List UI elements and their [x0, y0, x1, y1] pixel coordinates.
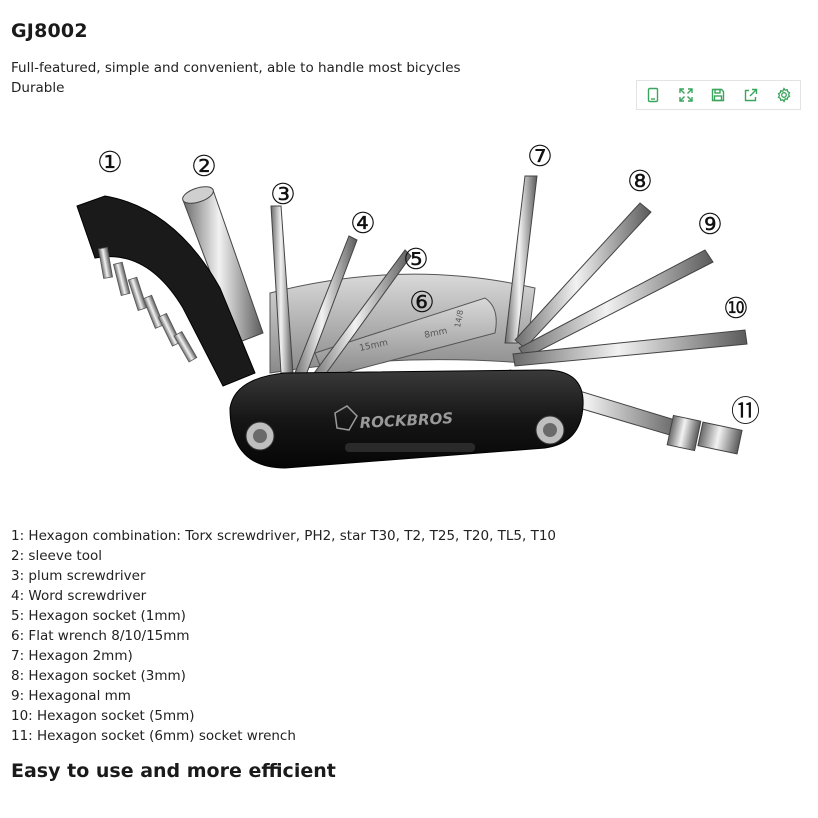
feature-item: 6: Flat wrench 8/10/15mm: [11, 628, 190, 644]
hex-key-2mm: [504, 175, 538, 344]
feature-list: 1: Hexagon combination: Torx screwdriver…: [11, 526, 556, 746]
callout-8: ⑧: [627, 164, 653, 198]
product-description: Full-featured, simple and convenient, ab…: [11, 58, 461, 98]
feature-item: 9: Hexagonal mm: [11, 688, 131, 704]
callout-9: ⑨: [697, 207, 723, 241]
callout-7: ⑦: [527, 139, 553, 173]
feature-item: 1: Hexagon combination: Torx screwdriver…: [11, 528, 557, 544]
callout-2: ②: [191, 149, 217, 183]
callout-3: ③: [270, 177, 296, 211]
feature-item: 2: sleeve tool: [11, 548, 102, 564]
feature-item: 10: Hexagon socket (5mm): [11, 708, 195, 724]
description-line: Durable: [11, 80, 65, 96]
fullscreen-button[interactable]: [670, 81, 703, 109]
hex-key-5mm: [512, 329, 748, 367]
share-icon: [744, 88, 758, 102]
image-toolbar: [636, 80, 801, 110]
feature-item: 7: Hexagon 2mm): [11, 648, 133, 664]
settings-button[interactable]: [767, 81, 800, 109]
save-icon: [712, 88, 725, 102]
wrench-mark-14: 14/8: [453, 309, 465, 328]
callout-5: ⑤: [403, 242, 429, 276]
feature-item: 4: Word screwdriver: [11, 588, 147, 604]
save-button[interactable]: [702, 81, 735, 109]
feature-item: 5: Hexagon socket (1mm): [11, 608, 186, 624]
callout-1: ①: [97, 145, 123, 179]
settings-icon: [777, 87, 791, 103]
tablet-icon: [648, 87, 659, 103]
tagline: Easy to use and more efficient: [11, 760, 336, 782]
fullscreen-icon: [679, 88, 693, 102]
wrench-mark-8: 8mm: [424, 326, 449, 341]
callout-6: ⑥: [409, 285, 435, 319]
feature-item: 8: Hexagon socket (3mm): [11, 668, 186, 684]
feature-item: 11: Hexagon socket (6mm) socket wrench: [11, 728, 296, 744]
callout-4: ④: [350, 206, 376, 240]
product-title: GJ8002: [11, 20, 88, 42]
description-line: Full-featured, simple and convenient, ab…: [11, 60, 461, 76]
brand-logo: ROCKBROS: [359, 409, 453, 432]
multitool-illustration: 15mm 8mm 14/8 ROCKBROS ① ② ③ ④ ⑤ ⑥ ⑦ ⑧ ⑨…: [76, 139, 760, 469]
tablet-button[interactable]: [637, 81, 670, 109]
callout-10: ⑩: [723, 291, 749, 325]
feature-item: 3: plum screwdriver: [11, 568, 146, 584]
callout-11: ⑪: [731, 394, 760, 428]
share-button[interactable]: [735, 81, 768, 109]
